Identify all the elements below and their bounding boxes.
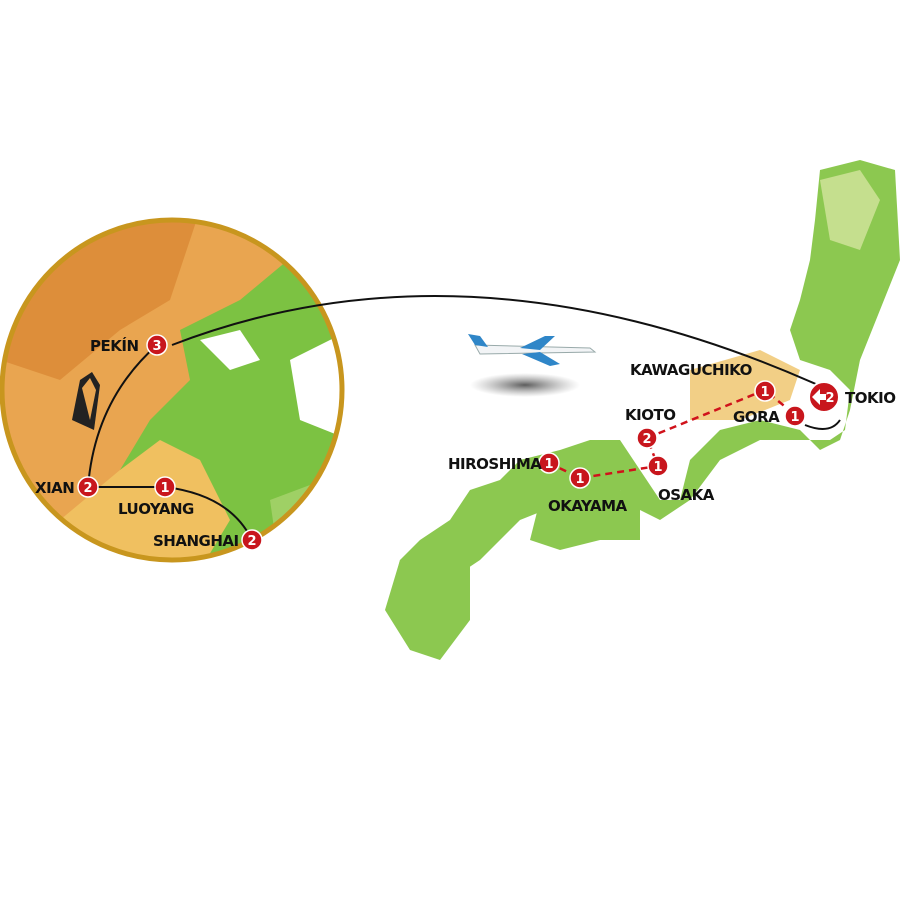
marker-tokio[interactable]: 2 bbox=[808, 381, 840, 413]
label-xian: XIAN bbox=[35, 479, 74, 497]
svg-text:1: 1 bbox=[544, 457, 553, 472]
label-shanghai: SHANGHAI bbox=[153, 532, 239, 550]
marker-okayama[interactable]: 1 bbox=[569, 467, 591, 489]
airplane-icon bbox=[468, 334, 597, 397]
route-gora-tokio bbox=[804, 419, 841, 430]
japan-land bbox=[385, 160, 900, 660]
marker-xian[interactable]: 2 bbox=[77, 476, 99, 498]
svg-text:2: 2 bbox=[247, 534, 256, 549]
terracotta-warrior-icon bbox=[72, 372, 100, 430]
label-pekin: PEKÍN bbox=[90, 336, 139, 355]
label-luoyang: LUOYANG bbox=[118, 500, 194, 518]
marker-shanghai[interactable]: 2 bbox=[241, 529, 263, 551]
svg-text:1: 1 bbox=[790, 410, 799, 425]
label-osaka: OSAKA bbox=[658, 486, 715, 504]
return-arrow-icon bbox=[812, 389, 826, 405]
svg-text:1: 1 bbox=[160, 481, 169, 496]
marker-luoyang[interactable]: 1 bbox=[154, 476, 176, 498]
flight-route bbox=[171, 295, 819, 386]
label-okayama: OKAYAMA bbox=[548, 497, 628, 515]
label-kawaguchiko: KAWAGUCHIKO bbox=[630, 361, 752, 379]
marker-kioto[interactable]: 2 bbox=[636, 427, 658, 449]
svg-text:1: 1 bbox=[653, 460, 662, 475]
label-gora: GORA bbox=[733, 408, 780, 426]
marker-kawaguchiko[interactable]: 1 bbox=[754, 380, 776, 402]
inset-border bbox=[0, 217, 345, 563]
svg-text:3: 3 bbox=[152, 339, 161, 354]
label-hiroshima: HIROSHIMA bbox=[448, 455, 542, 473]
svg-text:1: 1 bbox=[575, 472, 584, 487]
svg-text:1: 1 bbox=[760, 385, 769, 400]
marker-gora[interactable]: 1 bbox=[784, 405, 806, 427]
marker-hiroshima[interactable]: 1 bbox=[538, 452, 560, 474]
route-pekin-xian bbox=[87, 344, 158, 488]
label-kioto: KIOTO bbox=[625, 406, 675, 424]
svg-text:2: 2 bbox=[642, 432, 651, 447]
svg-text:2: 2 bbox=[825, 391, 834, 406]
marker-osaka[interactable]: 1 bbox=[647, 455, 669, 477]
label-tokio: TOKIO bbox=[845, 389, 895, 407]
svg-text:2: 2 bbox=[83, 481, 92, 496]
marker-pekin[interactable]: 3 bbox=[146, 334, 168, 356]
